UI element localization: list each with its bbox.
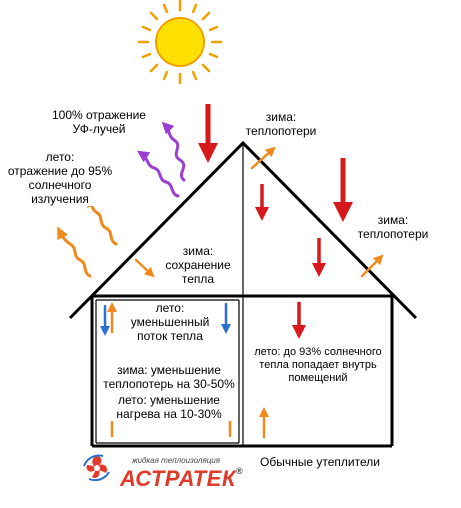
red-arrows bbox=[198, 104, 353, 339]
winter-heat-loss-top-label: зима: теплопотери bbox=[239, 110, 323, 138]
sun-icon bbox=[137, 0, 223, 85]
logo-brand: АСТРАТЕК® bbox=[120, 466, 243, 492]
orange-arrows bbox=[107, 146, 384, 439]
logo-brand-text: АСТРАТЕК bbox=[120, 466, 236, 491]
insulation-layer bbox=[95, 299, 240, 444]
uv-wavy-arrows bbox=[137, 121, 186, 198]
uv-reflection-label: 100% отражение УФ-лучей bbox=[52, 108, 146, 136]
blue-arrows bbox=[100, 302, 231, 336]
summer-less-flow-label: лето: уменьшенный поток тепла bbox=[120, 301, 220, 343]
astratek-logo-icon bbox=[83, 454, 110, 482]
reflection-wavy-arrows bbox=[57, 194, 118, 278]
summer-reduce-heat-label: лето: уменьшение нагрева на 10-30% bbox=[100, 393, 238, 421]
logo-subtitle: жидкая теплоизоляция bbox=[132, 456, 221, 465]
winter-heat-loss-right-label: зима: теплопотери bbox=[350, 213, 436, 241]
ordinary-insulation-label: Обычные утеплители bbox=[252, 455, 388, 469]
summer-93-label: лето: до 93% солнечного тепла попадает в… bbox=[246, 346, 390, 385]
winter-heat-keep-label: зима: сохранение тепла bbox=[165, 244, 231, 286]
logo-registered-mark: ® bbox=[235, 466, 244, 476]
summer-reflection-label: лето: отражение до 95% солнечного излуче… bbox=[0, 150, 122, 206]
winter-reduce-loss-label: зима: уменьшение теплопотерь на 30-50% bbox=[100, 363, 238, 391]
